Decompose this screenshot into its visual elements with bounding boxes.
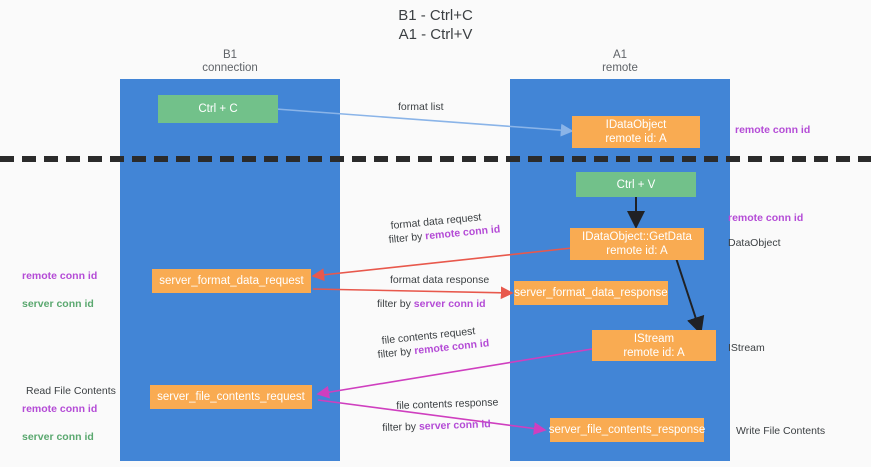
node-server-file-contents-request[interactable]: server_file_contents_request <box>150 385 312 409</box>
phase-divider <box>0 156 871 162</box>
node-istream[interactable]: IStream remote id: A <box>592 330 716 361</box>
filter-prefix-text: filter by <box>382 420 420 434</box>
page-title: B1 - Ctrl+C A1 - Ctrl+V <box>398 7 473 43</box>
node-server-format-data-request[interactable]: server_format_data_request <box>152 269 311 293</box>
node-idataobject-getdata[interactable]: IDataObject::GetData remote id: A <box>570 228 704 260</box>
filter-prefix-text: filter by <box>377 345 415 361</box>
annotation-remote-conn-id-top: remote conn id <box>735 124 811 136</box>
edge-label-file-contents-response-filter: filter by server conn id <box>382 417 491 435</box>
filter-key-server-conn-id: server conn id <box>413 298 486 310</box>
filter-prefix-text: filter by <box>377 298 414 310</box>
annotation-left-server-conn-id-bottom: server conn id <box>22 416 94 444</box>
annotation-left-remote-conn-id-bottom: remote conn id <box>22 403 98 415</box>
annotation-remote-conn-id-mid: remote conn id <box>728 212 804 224</box>
server-conn-id-text: server conn id <box>22 431 94 443</box>
node-ctrl-c[interactable]: Ctrl + C <box>158 95 278 123</box>
node-idataobject[interactable]: IDataObject remote id: A <box>572 116 700 148</box>
lane-header-b1: B1 connection <box>202 49 258 74</box>
filter-key-server-conn-id: server conn id <box>418 418 491 433</box>
server-conn-id-text: server conn id <box>22 298 94 310</box>
node-ctrl-v[interactable]: Ctrl + V <box>576 172 696 197</box>
edge-label-file-contents-response: file contents response <box>396 396 499 412</box>
edge-label-format-data-response-filter: filter by server conn id <box>377 297 486 311</box>
edge-label-format-data-response: format data response <box>390 274 490 286</box>
annotation-left-remote-conn-id-mid: remote conn id <box>22 270 98 282</box>
annotation-write-file-contents: Write File Contents <box>736 425 826 437</box>
annotation-dataobject: DataObject <box>728 237 781 249</box>
node-server-file-contents-response[interactable]: server_file_contents_response <box>549 418 705 442</box>
annotation-read-file-contents: Read File Contents <box>26 385 116 397</box>
edge-label-format-list: format list <box>398 101 444 113</box>
annotation-istream: IStream <box>728 342 765 354</box>
lane-header-a1: A1 remote <box>602 49 638 74</box>
filter-prefix-text: filter by <box>388 230 426 246</box>
annotation-left-server-conn-id-mid: server conn id <box>22 283 94 311</box>
node-server-format-data-response[interactable]: server_format_data_response <box>514 281 668 305</box>
